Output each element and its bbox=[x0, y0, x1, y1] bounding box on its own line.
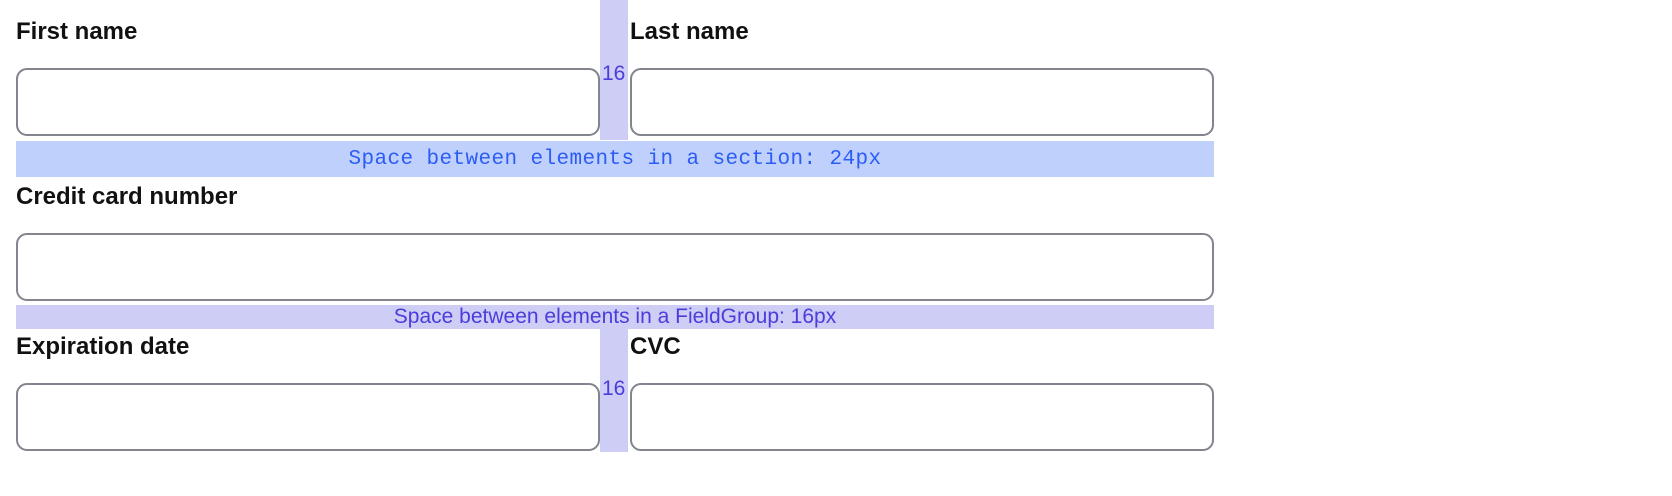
label-last-name: Last name bbox=[630, 18, 749, 45]
gutter-name-row-label: 16 bbox=[602, 62, 626, 85]
band-section-spacing: Space between elements in a section: 24p… bbox=[16, 141, 1214, 177]
field-credit-card-number: Credit card number bbox=[16, 183, 1214, 305]
input-expiration-date[interactable] bbox=[16, 383, 600, 451]
input-cvc[interactable] bbox=[630, 383, 1214, 451]
field-cvc: CVC bbox=[630, 333, 1214, 455]
input-first-name[interactable] bbox=[16, 68, 600, 136]
gutter-name-row bbox=[600, 0, 628, 140]
field-expiration-date: Expiration date bbox=[16, 333, 600, 455]
input-credit-card-number[interactable] bbox=[16, 233, 1214, 301]
label-first-name: First name bbox=[16, 18, 138, 45]
label-credit-card-number: Credit card number bbox=[16, 183, 238, 210]
band-section-spacing-label: Space between elements in a section: 24p… bbox=[348, 147, 882, 171]
input-last-name[interactable] bbox=[630, 68, 1214, 136]
label-cvc: CVC bbox=[630, 333, 681, 360]
field-first-name: First name bbox=[16, 18, 600, 140]
field-last-name: Last name bbox=[630, 18, 1214, 140]
gutter-expiry-row bbox=[600, 329, 628, 452]
band-fieldgroup-spacing: Space between elements in a FieldGroup: … bbox=[16, 305, 1214, 329]
gutter-expiry-row-label: 16 bbox=[602, 377, 626, 400]
band-fieldgroup-spacing-label: Space between elements in a FieldGroup: … bbox=[393, 305, 837, 328]
label-expiration-date: Expiration date bbox=[16, 333, 190, 360]
